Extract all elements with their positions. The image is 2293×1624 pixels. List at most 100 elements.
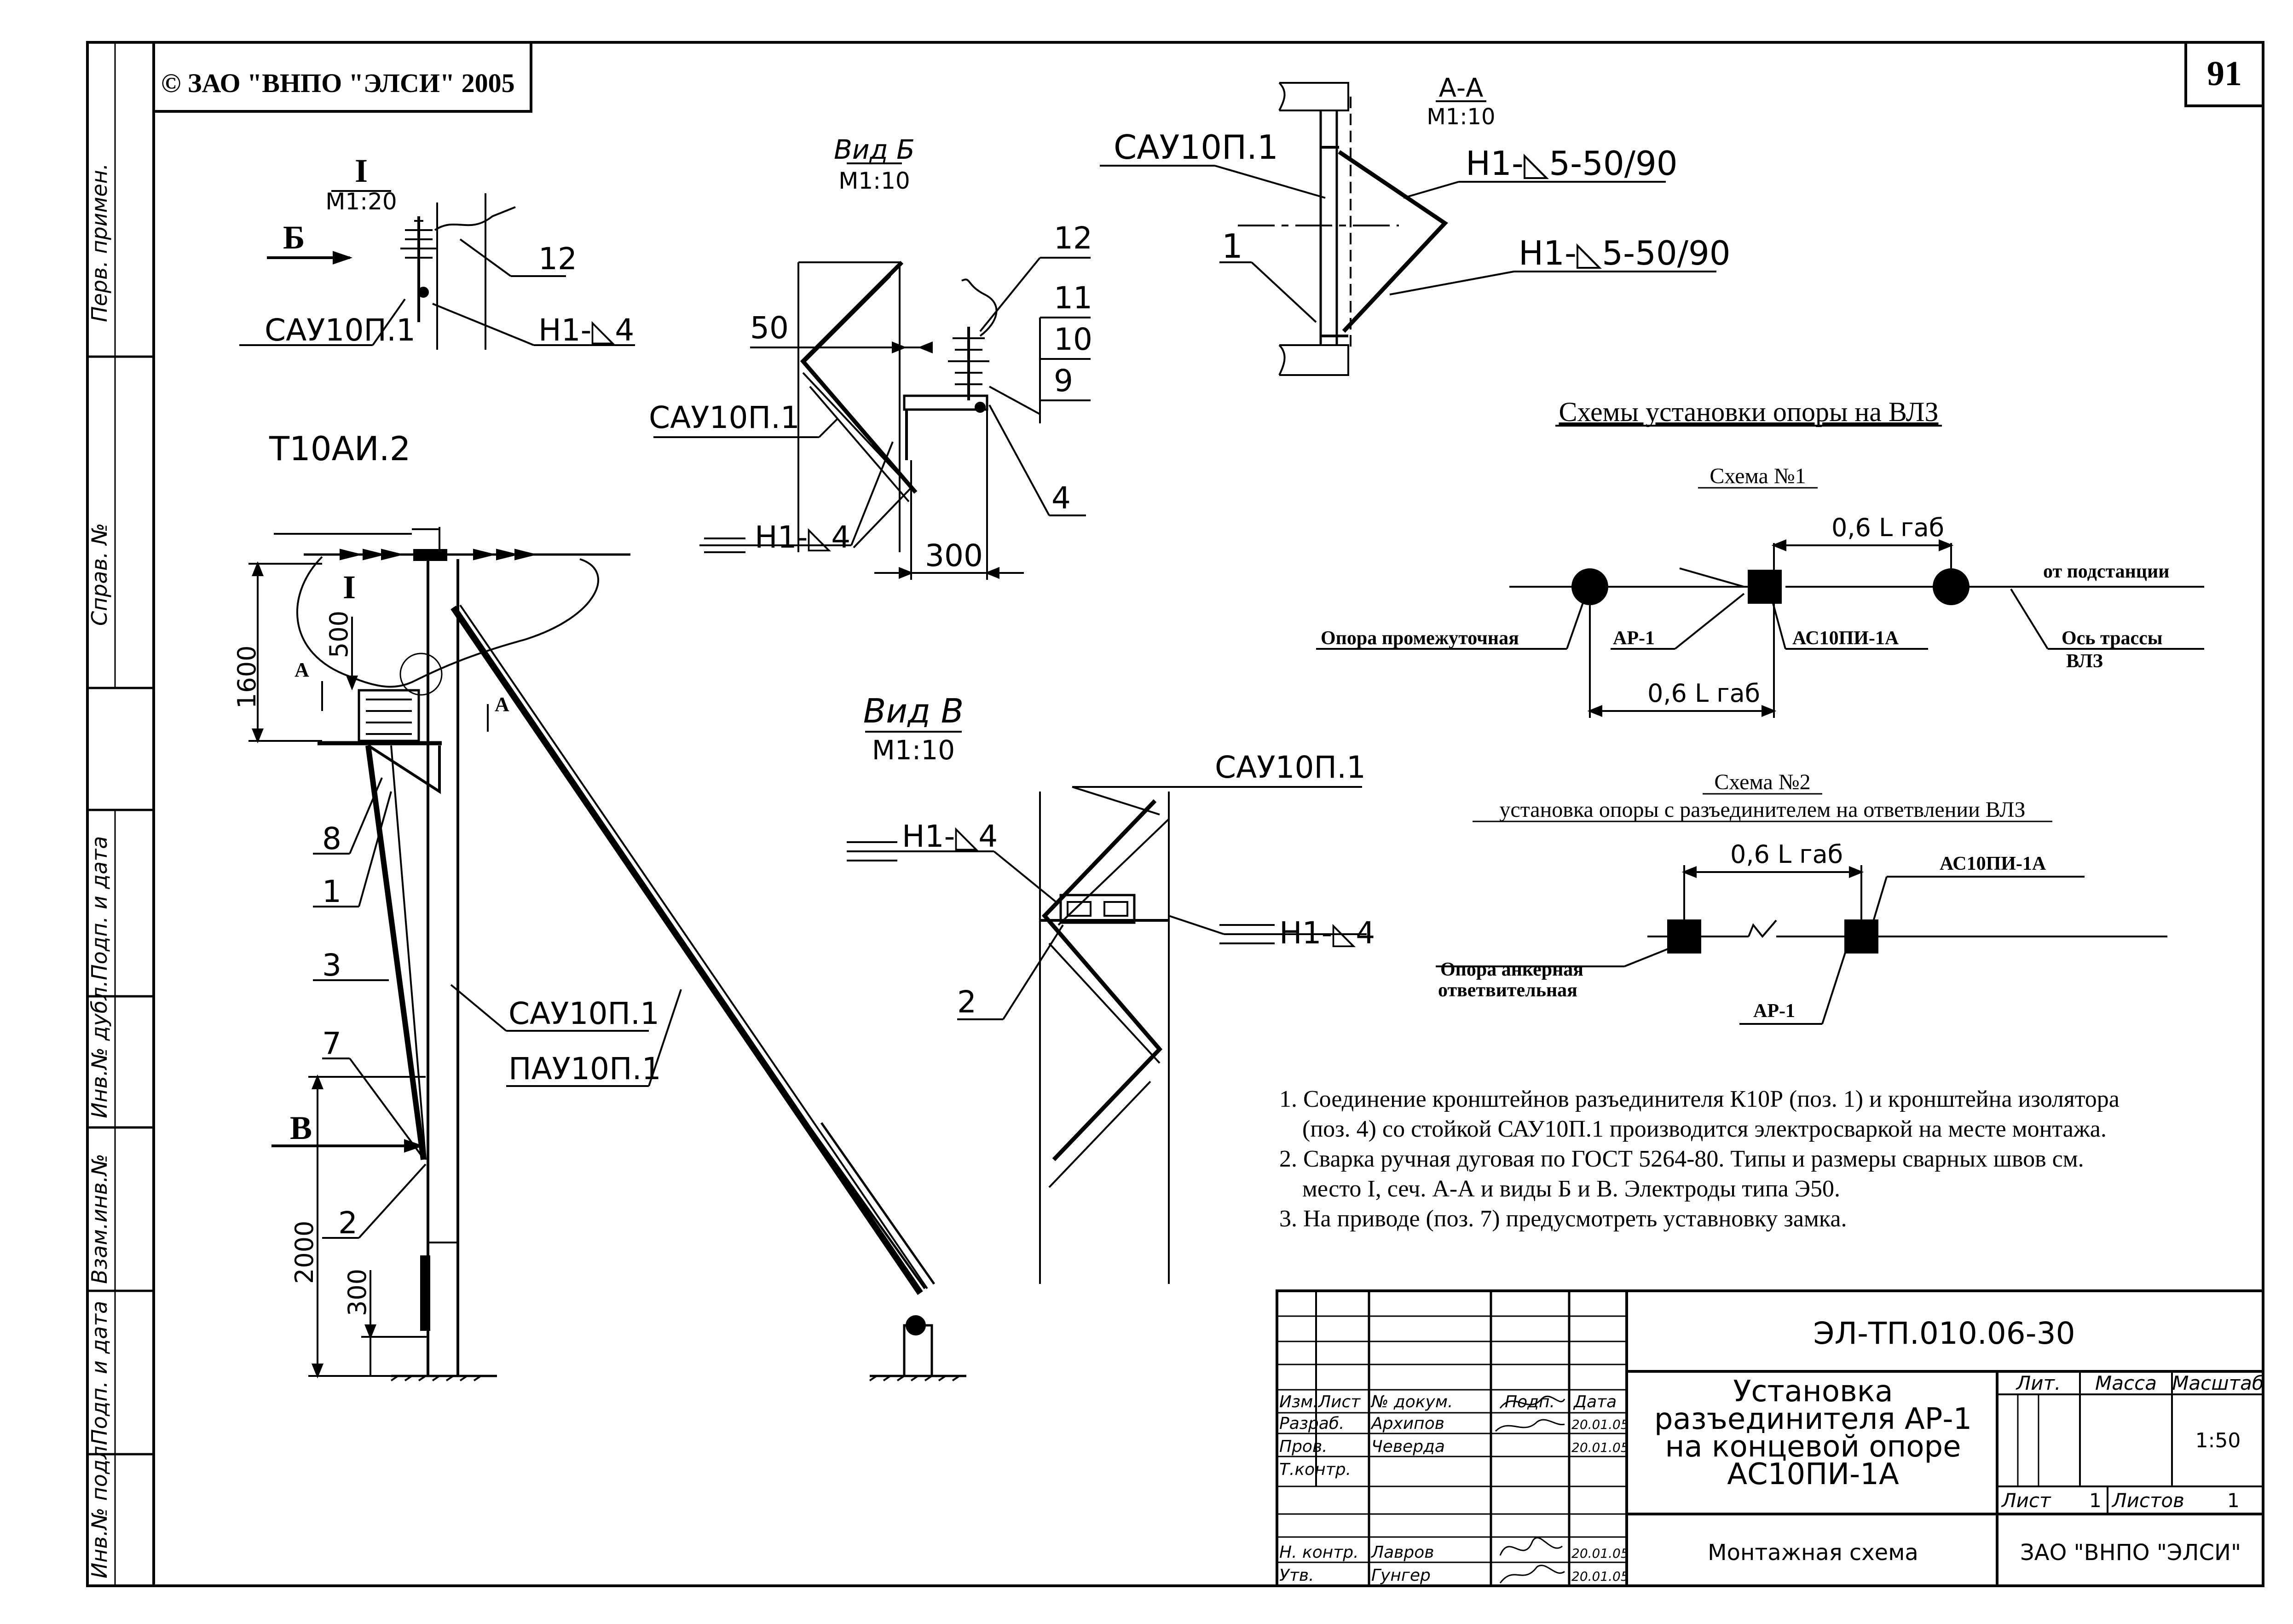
date-6: 20.01.05 [1571,1569,1629,1584]
sheet-frame [86,41,2264,1587]
note-line-1: 1. Соединение кронштейнов разъединителя … [1279,1086,2120,1112]
view-I-label-weld: Н1-◺4 [538,312,634,348]
side-stamp-1: Перв. примен. [87,163,112,322]
date-2: 20.01.05 [1571,1440,1629,1455]
scheme2-dim: 0,6 L габ [1730,840,1843,869]
title-line-3: на концевой опоре [1665,1430,1961,1464]
note-line-4: место I, сеч. А-А и виды Б и В. Электрод… [1302,1176,1840,1202]
header-izm: Изм. [1279,1393,1318,1411]
view-B-label-11: 11 [1054,280,1092,316]
title-subtitle: Монтажная схема [1708,1540,1918,1566]
view-B-label-9: 9 [1054,363,1073,399]
view-I-scale: М1:20 [325,188,397,215]
name-1: Архипов [1370,1414,1444,1433]
view-I-label-sau: САУ10П.1 [265,312,416,348]
view-B-title: Вид Б [834,134,915,165]
header-lit: Лит. [2016,1372,2061,1394]
view-V-label-weld-left: Н1-◺4 [902,819,998,854]
main-label-1: 1 [322,874,341,909]
view-V [847,731,1367,1284]
main-label-2: 2 [338,1205,358,1241]
header-date: Дата [1573,1393,1617,1411]
scheme2-subtitle: установка опоры с разъединителем на отве… [1499,798,2025,822]
side-stamp-7: Инв.№ подл. [87,1439,112,1578]
view-I [239,190,635,350]
section-AA-title: А-А [1439,73,1484,103]
view-I-label-12: 12 [538,241,577,277]
sheets-label: Листов [2111,1489,2184,1512]
main-label-3: 3 [322,948,341,983]
header-doc: № докум. [1370,1393,1453,1411]
scheme2-label-pole-1: Опора анкерная [1440,959,1583,980]
main-marker-B: В [290,1110,312,1146]
view-B [653,162,1091,580]
section-AA-label-weld-1: Н1-◺5-50/90 [1466,144,1678,183]
view-B-label-4: 4 [1051,480,1071,516]
scheme1-label-pole: Опора промежуточная [1321,628,1519,649]
role-5: Н. контр. [1279,1543,1359,1562]
section-AA-scale: М1:10 [1427,104,1495,130]
role-1: Разраб. [1279,1414,1344,1433]
note-line-3: 2. Сварка ручная дуговая по ГОСТ 5264-80… [1279,1146,2084,1172]
main-dim-1600: 1600 [232,646,261,709]
side-stamp-2: Справ. № [87,523,112,626]
title-line-1: Установка [1733,1375,1893,1409]
main-dim-2000: 2000 [290,1221,319,1284]
role-2: Пров. [1279,1437,1328,1456]
side-stamp-4: Инв.№ дубл. [87,980,112,1118]
side-stamp-6: Подп. и дата [87,1301,112,1445]
schemes-title: Схемы установки опоры на ВЛЗ [1559,397,1939,427]
scale-value: 1:50 [2195,1429,2241,1452]
notes: 1. Соединение кронштейнов разъединителя … [1279,1086,2120,1232]
section-AA-label-weld-2: Н1-◺5-50/90 [1519,234,1731,272]
main-top-label: Т10АИ.2 [269,429,410,468]
scheme1-label-substation: от подстанции [2043,561,2169,582]
scheme2-label-ar1: АР-1 [1753,1000,1795,1022]
main-marker-I: I [343,569,356,606]
header-sign: Подп. [1505,1393,1555,1411]
note-line-2: (поз. 4) со стойкой САУ10П.1 производитс… [1302,1116,2107,1142]
scheme1-title: Схема №1 [1710,464,1806,488]
title-line-2: разъединителя АР-1 [1654,1402,1972,1436]
view-V-title: Вид В [863,692,964,730]
scheme1-label-ar1: АР-1 [1613,628,1655,649]
scheme1-label-ac10: АС10ПИ-1А [1792,628,1899,649]
title-line-4: АС10ПИ-1А [1727,1457,1899,1491]
header-mass: Масса [2095,1372,2157,1394]
view-B-label-weld: Н1-◺4 [755,520,850,555]
date-1: 20.01.05 [1571,1417,1629,1432]
name-5: Лавров [1370,1543,1434,1562]
role-3: Т.контр. [1279,1460,1351,1479]
main-dim-500: 500 [324,611,353,658]
title-block [1276,1289,2264,1587]
main-label-pau: ПАУ10П.1 [508,1051,661,1087]
doc-code: ЭЛ-ТП.010.06-30 [1813,1316,2075,1351]
view-I-title: I [355,152,368,189]
view-B-dim-50: 50 [750,310,789,346]
copyright: © ЗАО "ВНПО "ЭЛСИ" 2005 [161,68,515,98]
main-label-sau: САУ10П.1 [508,996,659,1031]
view-B-label-sau: САУ10П.1 [649,400,800,435]
view-V-label-sau: САУ10П.1 [1215,750,1366,785]
view-B-label-12: 12 [1054,220,1092,256]
date-5: 20.01.05 [1571,1546,1629,1561]
view-B-scale: М1:10 [838,168,910,194]
scheme2-label-pole-2: ответвительная [1438,980,1577,1001]
name-6: Гунгер [1371,1566,1431,1585]
page-number: 91 [2207,54,2242,93]
main-marker-A-left: А [295,659,309,681]
note-line-5: 3. На приводе (поз. 7) предусмотреть уст… [1279,1206,1847,1232]
view-B-dim-300: 300 [925,538,983,573]
main-view [248,527,966,1381]
scheme1-label-vlz: ВЛЗ [2066,651,2103,672]
section-AA-label-sau: САУ10П.1 [1114,128,1278,167]
main-marker-A-right: А [495,693,509,716]
scheme1-dim-top: 0,6 L габ [1831,513,1944,542]
scheme1-label-axis: Ось трассы [2062,628,2163,649]
company: ЗАО "ВНПО "ЭЛСИ" [2020,1540,2241,1566]
header-list: Лист [1317,1393,1361,1411]
header-scale: Масштаб [2172,1372,2264,1394]
sheet-label: Лист [2001,1489,2051,1512]
sheets-no: 1 [2227,1489,2240,1512]
